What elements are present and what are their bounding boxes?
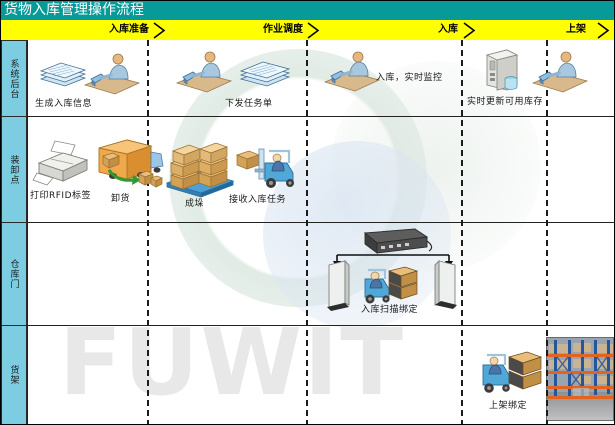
diagram-title-bar: 货物入库管理操作流程 <box>1 1 614 20</box>
phase-divider-4 <box>546 40 548 424</box>
forklift-with-pallet-icon <box>479 349 555 401</box>
chevron-right-icon <box>153 22 166 39</box>
operator-at-desk-and-documents-stack-icon <box>169 49 297 97</box>
label-printer-icon <box>31 139 93 191</box>
rfid-reader-antennas-forklift-icon <box>319 227 467 315</box>
forklift-carrying-carton-icon <box>235 145 305 191</box>
lane-label-racking: 货架 <box>1 326 27 424</box>
phase-label-1: 作业调度 <box>263 24 303 35</box>
node-caption: 接收入库任务 <box>229 195 287 205</box>
lane-label-text: 仓库门 <box>8 259 19 289</box>
node-caption: 实时更新可用库存 <box>467 97 544 107</box>
lane-label-text: 装卸点 <box>8 154 19 185</box>
node-caption: 上架绑定 <box>489 401 528 411</box>
node-caption: 卸货 <box>111 194 131 204</box>
node-caption: 成垛 <box>185 199 205 209</box>
node-receive-inbound-task[interactable]: 接收入库任务 <box>229 145 325 207</box>
documents-stack-and-operator-at-desk-icon <box>35 49 147 97</box>
palletized-cartons-stack-icon <box>161 135 239 201</box>
lane-label-system-backend: 系统后台 <box>1 40 27 117</box>
node-caption: 打印RFID标签 <box>30 191 92 201</box>
lane-label-column: 系统后台 装卸点 仓库门 货架 <box>1 40 27 424</box>
lane-label-warehouse-gate: 仓库门 <box>1 223 27 326</box>
lane-label-text: 货架 <box>8 365 19 385</box>
node-generate-inbound-info[interactable]: 生成入库信息 <box>35 49 147 113</box>
operator-at-desk-icon <box>321 49 391 95</box>
node-print-rfid-label[interactable]: 打印RFID标签 <box>30 139 93 205</box>
warehouse-racking-photo <box>546 337 614 421</box>
phase-band: 入库准备 作业调度 入库 上架 <box>1 20 614 40</box>
node-caption: 入库，实时监控 <box>376 73 443 83</box>
node-shelving-binding[interactable]: 上架绑定 <box>479 349 555 411</box>
phase-divider-2 <box>306 40 308 424</box>
node-palletize[interactable]: 成垛 <box>161 135 239 213</box>
node-caption: 下发任务单 <box>225 99 273 109</box>
phase-label-0: 入库准备 <box>109 24 149 35</box>
chevron-right-icon <box>463 22 476 39</box>
phase-divider-1 <box>147 40 149 424</box>
node-issue-task-order[interactable]: 下发任务单 <box>169 49 297 113</box>
node-update-available-stock[interactable]: 实时更新可用库存 <box>467 47 595 113</box>
node-unload-goods[interactable]: 卸货 <box>93 134 165 208</box>
phase-label-3: 上架 <box>566 24 586 35</box>
lane-label-loading-dock: 装卸点 <box>1 117 27 223</box>
node-caption: 入库扫描绑定 <box>361 305 419 315</box>
truck-unloading-cartons-icon <box>93 134 165 192</box>
chevron-right-icon <box>597 22 610 39</box>
lane-label-text: 系统后台 <box>8 58 19 99</box>
phase-label-2: 入库 <box>438 24 458 35</box>
chevron-right-icon <box>307 22 320 39</box>
node-inbound-realtime-monitor[interactable]: 入库，实时监控 <box>321 49 457 107</box>
lane-row-racking <box>27 326 614 424</box>
node-caption: 生成入库信息 <box>35 99 93 109</box>
server-tower-and-operator-at-desk-icon <box>467 47 595 97</box>
node-inbound-scan-binding[interactable]: 入库扫描绑定 <box>319 227 467 325</box>
page-title: 货物入库管理操作流程 <box>4 2 144 18</box>
